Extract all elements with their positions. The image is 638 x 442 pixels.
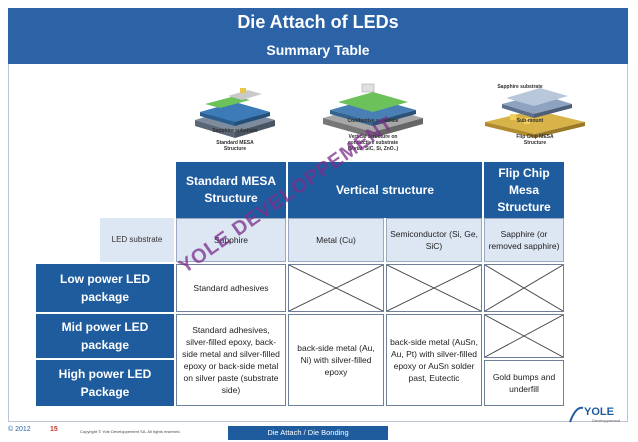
footer-section: Die Attach / Die Bonding <box>228 426 388 440</box>
chip-label-sapphire: Sapphire substrate <box>212 128 258 134</box>
high-power-flip-cell: Gold bumps and underfill <box>484 360 564 406</box>
caption-vertical-structure: Vertical Structure on conductive substra… <box>347 134 399 152</box>
illustration-standard-mesa: Sapphire substrate Standard MESA Structu… <box>190 84 280 154</box>
logo-swoosh-icon <box>569 406 584 423</box>
substrate-semiconductor: Semiconductor (Si, Ge, SiC) <box>386 218 482 262</box>
col-header-flip-chip: Flip Chip Mesa Structure <box>484 162 564 218</box>
substrate-metal: Metal (Cu) <box>288 218 384 262</box>
row-label-mid-power: Mid power LED package <box>36 314 174 358</box>
chip-label-sapphire-fc: Sapphire substrate <box>497 84 543 90</box>
low-power-flip-empty <box>484 264 564 312</box>
caption-standard-mesa: Standard MESA Structure <box>216 140 254 152</box>
caption-flip-chip: Flip Chip MESA Structure <box>516 134 554 146</box>
mid-power-flip-empty <box>484 314 564 358</box>
low-power-metal-empty <box>288 264 384 312</box>
vertical-semi-cell: back-side metal (AuSn, Au, Pt) with silv… <box>386 314 482 406</box>
substrate-sapphire-removed: Sapphire (or removed sapphire) <box>484 218 564 262</box>
company-logo: YOLE Développement <box>568 404 632 426</box>
standard-mesa-image <box>195 88 275 138</box>
chip-label-submount: Sub-mount <box>516 118 544 124</box>
page-subtitle: Summary Table <box>266 42 370 58</box>
illustration-flip-chip: Sapphire substrate Sub-mount Flip Chip M… <box>480 78 590 158</box>
page-title: Die Attach of LEDs <box>237 12 399 32</box>
chip-label-conductive: Conductive substrate <box>347 118 399 124</box>
mid-power-standard-cell: Standard adhesives, silver-filled epoxy,… <box>176 314 286 406</box>
flip-chip-image <box>485 88 585 138</box>
vertical-metal-cell: back-side metal (Au, Ni) with silver-fil… <box>288 314 384 406</box>
footer-rights: Copyright © Yole Développement SA. All r… <box>80 429 181 434</box>
footer: © 2012 15 Copyright © Yole Développement… <box>0 424 638 442</box>
led-substrate-label: LED substrate <box>100 218 174 262</box>
col-header-vertical: Vertical structure <box>288 162 482 218</box>
substrate-sapphire: Sapphire <box>176 218 286 262</box>
page-number: 15 <box>50 426 58 433</box>
vertical-structure-image <box>323 83 423 138</box>
row-label-high-power: High power LED Package <box>36 360 174 406</box>
low-power-standard-cell: Standard adhesives <box>176 264 286 312</box>
footer-copyright: © 2012 <box>8 426 31 433</box>
illustration-vertical-structure: Conductive substrate Vertical Structure … <box>318 78 428 158</box>
title-banner: Die Attach of LEDs Summary Table <box>8 8 628 64</box>
col-header-standard-mesa: Standard MESA Structure <box>176 162 286 218</box>
row-label-low-power: Low power LED package <box>36 264 174 312</box>
low-power-semi-empty <box>386 264 482 312</box>
